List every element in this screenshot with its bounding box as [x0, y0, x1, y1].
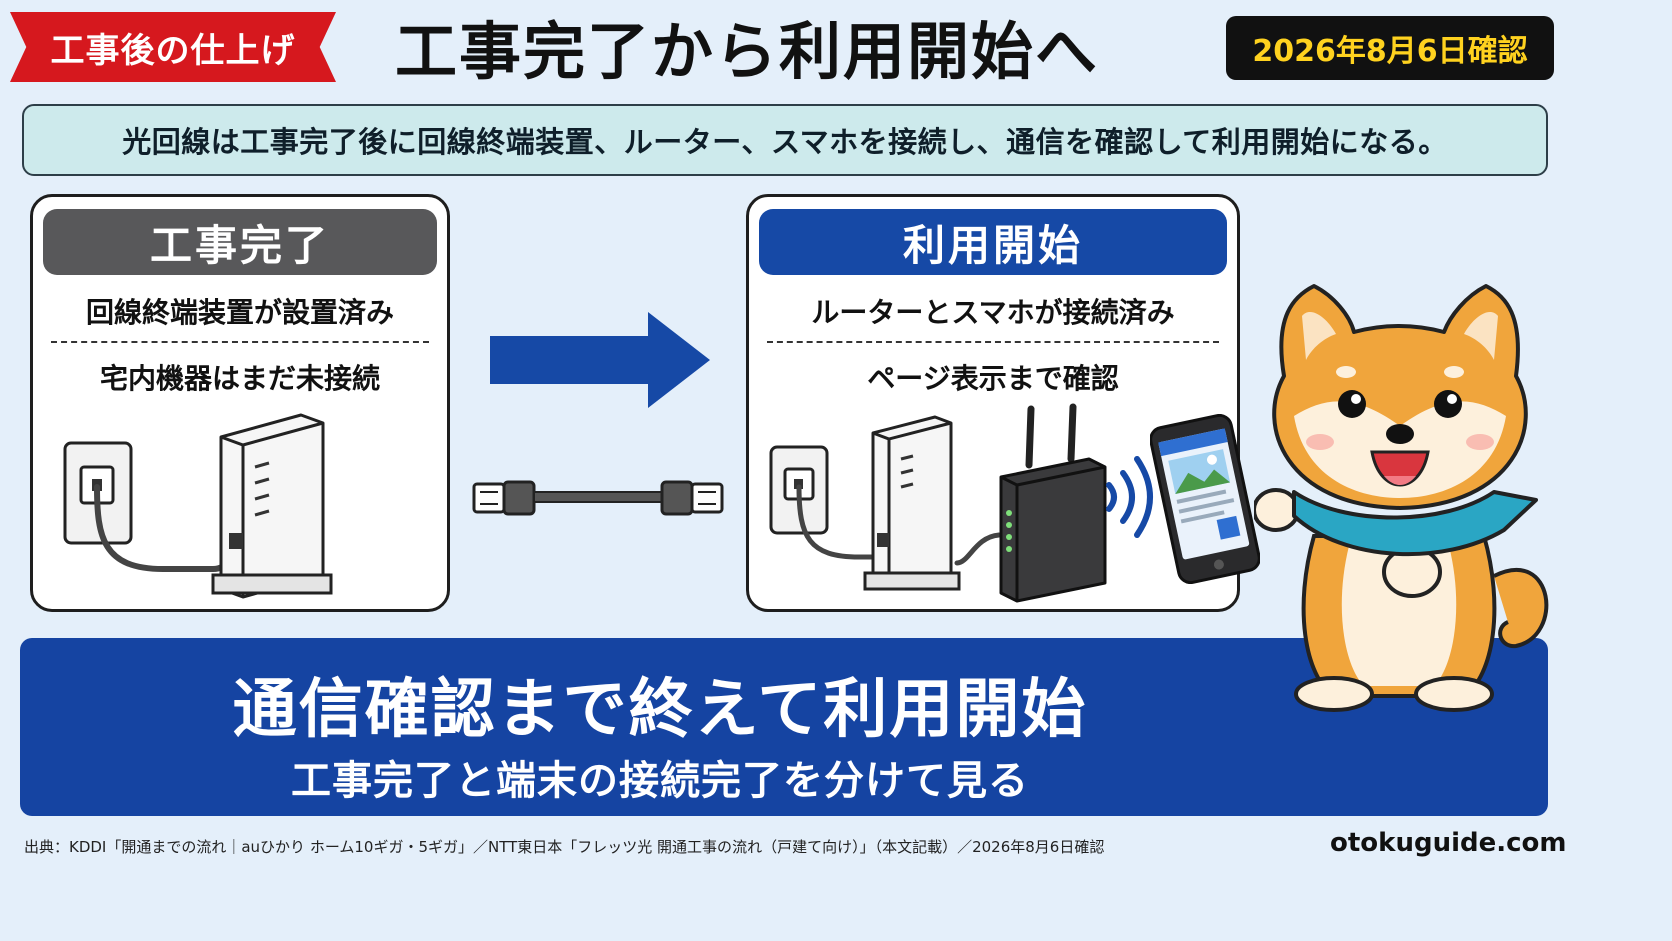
lan-cable-icon: [472, 480, 724, 516]
divider: [51, 341, 429, 343]
right-illustration: [769, 403, 1153, 603]
left-illustration: [63, 413, 333, 599]
header-tag-label: 工事後の仕上げ: [50, 30, 296, 71]
panel-right-line2: ページ表示まで確認: [867, 362, 1119, 395]
panel-left-line1: 回線終端装置が設置済み: [85, 296, 394, 329]
source-citation: 出典：KDDI「開通までの流れ｜auひかり ホーム10ギガ・5ギガ」／NTT東日…: [24, 838, 1105, 856]
conclusion-main: 通信確認まで終えて利用開始: [232, 673, 1088, 747]
page-title: 工事完了から利用開始へ: [395, 15, 1100, 88]
date-badge: 2026年8月6日確認: [1226, 16, 1554, 80]
panel-right-line1: ルーターとスマホが接続済み: [811, 296, 1175, 329]
divider: [767, 341, 1219, 343]
onu-device-icon: [863, 415, 961, 591]
header-tag: 工事後の仕上げ: [10, 12, 336, 82]
wifi-router-icon: [999, 403, 1107, 603]
panel-construction-complete: 工事完了 回線終端装置が設置済み 宅内機器はまだ未接続: [30, 194, 450, 612]
panel-service-start: 利用開始 ルーターとスマホが接続済み ページ表示まで確認: [746, 194, 1240, 612]
site-url[interactable]: otokuguide.com: [1330, 828, 1567, 858]
right-arrow-icon: [490, 312, 710, 408]
conclusion-banner: 通信確認まで終えて利用開始 工事完了と端末の接続完了を分けて見る: [20, 638, 1548, 816]
wifi-signal-icon: [1106, 456, 1153, 538]
panel-left-line2: 宅内機器はまだ未接続: [99, 362, 380, 395]
cable-line: [954, 532, 1002, 566]
conclusion-sub: 工事完了と端末の接続完了を分けて見る: [291, 758, 1029, 804]
onu-device-icon: [211, 413, 333, 599]
shiba-dog-mascot: [1254, 284, 1549, 712]
panel-left-heading: 工事完了: [43, 209, 437, 275]
smartphone-icon: [1150, 414, 1260, 584]
panel-right-heading: 利用開始: [759, 209, 1227, 275]
summary-banner: 光回線は工事完了後に回線終端装置、ルーター、スマホを接続し、通信を確認して利用開…: [22, 104, 1548, 176]
